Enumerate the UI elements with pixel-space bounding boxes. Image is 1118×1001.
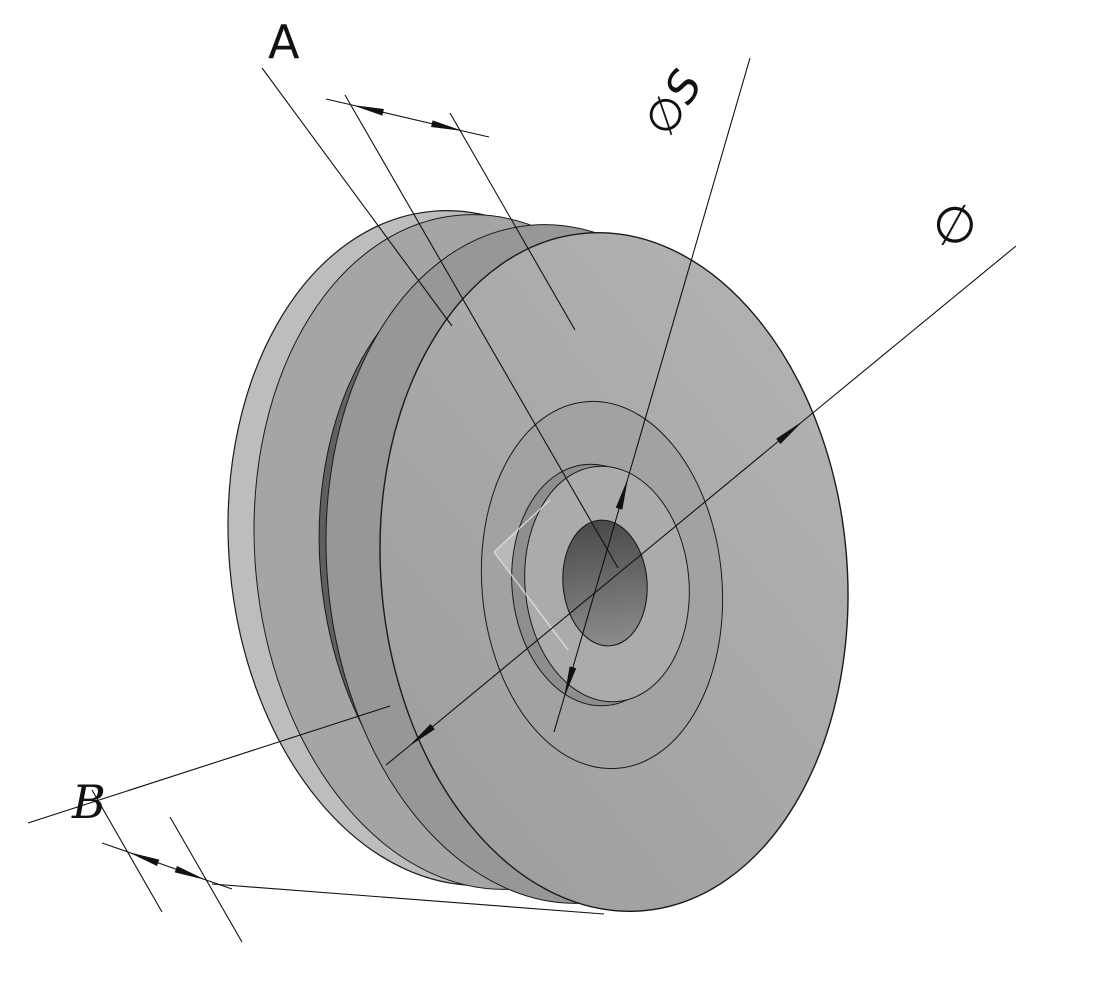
a-leader-line <box>261 67 453 327</box>
dimensions: A B ∅S ∅ <box>27 15 1017 943</box>
a-dimension-line <box>351 104 464 132</box>
b-dimension-line <box>127 851 207 881</box>
dimension-phi: ∅ <box>385 193 1017 766</box>
label-hub-diameter: ∅S <box>635 62 713 145</box>
phi-leader-line <box>802 245 1017 422</box>
pulley <box>227 210 849 913</box>
b-dimension-overshoot-left <box>101 842 129 853</box>
dimension-b: B <box>27 705 605 943</box>
phi-s-leader-line <box>627 57 751 479</box>
b-leader-line <box>27 705 391 824</box>
a-dimension-overshoot-left <box>325 98 353 106</box>
phi-dimension-line <box>407 420 804 748</box>
label-groove-width: A <box>268 15 300 69</box>
phi-dimension-overshoot <box>385 746 409 766</box>
a-extension-line-2 <box>449 112 576 331</box>
b-dimension-overshoot-right <box>205 879 233 890</box>
b-tangent-line <box>211 883 605 915</box>
label-overall-width: B <box>71 775 106 829</box>
a-dimension-overshoot-right <box>462 130 490 138</box>
b-extension-line-1 <box>91 789 163 913</box>
label-outer-diameter: ∅ <box>929 193 982 258</box>
